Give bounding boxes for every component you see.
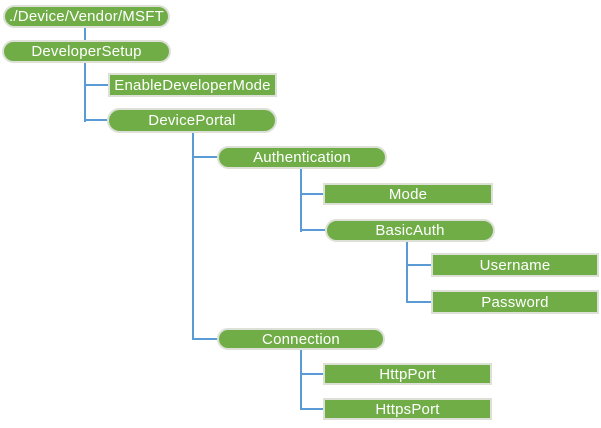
tree-node-authentication: Authentication — [217, 146, 387, 169]
connector-branch-httpsport — [300, 408, 323, 410]
connector-branch-authentication — [192, 156, 217, 158]
connector-branch-basicauth — [300, 229, 325, 231]
tree-node-username: Username — [431, 253, 599, 277]
connector-connection-trunk — [300, 350, 302, 410]
tree-node-device-vendor-msft: ./Device/Vendor/MSFT — [3, 5, 170, 28]
connector-deviceportal-trunk — [192, 133, 194, 340]
connector-branch-enabledevelopermode — [84, 84, 108, 86]
connector-developersetup-trunk — [84, 63, 86, 122]
tree-node-deviceportal: DevicePortal — [107, 108, 277, 133]
connector-branch-mode — [300, 193, 323, 195]
connector-branch-connection — [192, 338, 217, 340]
tree-node-mode: Mode — [323, 183, 493, 205]
tree-node-enabledevelopermode: EnableDeveloperMode — [108, 73, 277, 97]
connector-branch-password — [406, 301, 431, 303]
connector-basicauth-trunk — [406, 242, 408, 303]
tree-node-developersetup: DeveloperSetup — [2, 40, 171, 63]
tree-node-httpport: HttpPort — [323, 363, 492, 385]
connector-authentication-trunk — [300, 169, 302, 232]
connector-branch-httpport — [300, 373, 323, 375]
tree-node-password: Password — [431, 290, 599, 314]
connector-branch-username — [406, 264, 431, 266]
tree-node-connection: Connection — [217, 328, 385, 350]
tree-node-httpsport: HttpsPort — [323, 398, 492, 420]
tree-node-basicauth: BasicAuth — [325, 219, 495, 242]
connector-branch-deviceportal — [84, 119, 107, 121]
connector-root-to-developersetup — [84, 28, 86, 40]
